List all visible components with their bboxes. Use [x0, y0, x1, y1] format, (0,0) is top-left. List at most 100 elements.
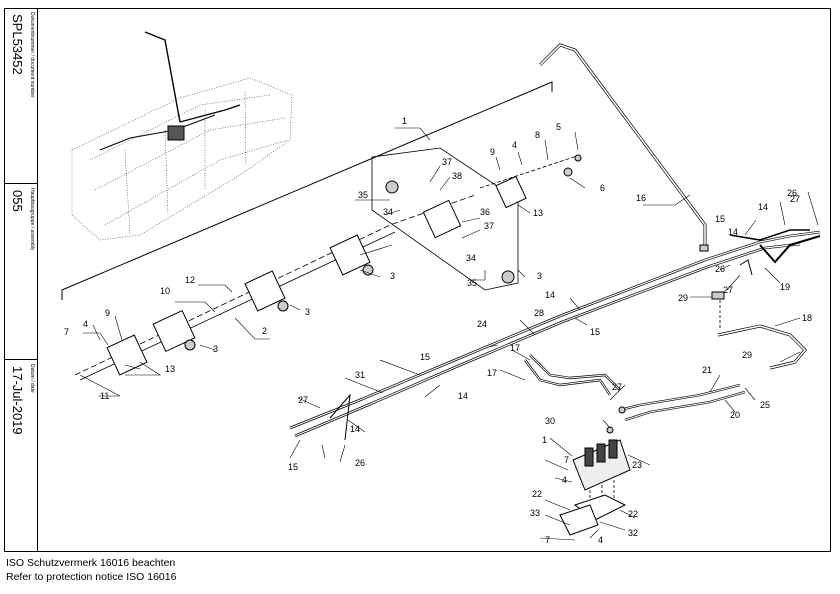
overview-valve-block [167, 125, 185, 141]
callout: 26 [715, 264, 725, 274]
callout: 11 [100, 391, 109, 401]
callout: 35 [358, 190, 368, 200]
callout: 14 [350, 424, 360, 434]
callout: 12 [185, 275, 195, 285]
callout: 4 [83, 319, 88, 329]
callout: 13 [165, 364, 175, 374]
valve-bank [74, 147, 582, 381]
callout: 15 [590, 327, 600, 337]
callout: 22 [532, 489, 542, 499]
pipes-17-20-21 [524, 354, 746, 422]
callout: 1 [542, 435, 547, 445]
callout: 24 [477, 319, 487, 329]
bracket-13-right [495, 175, 527, 209]
callout: 19 [780, 282, 790, 292]
callout: 26 [355, 458, 365, 468]
callout: 38 [452, 171, 462, 181]
callout: 14 [758, 202, 768, 212]
callout: 17 [487, 368, 497, 378]
detail-outline [371, 147, 519, 291]
callout: 7 [64, 327, 69, 337]
callout: 10 [160, 286, 170, 296]
valve-section-4 [422, 199, 462, 239]
date-value: 17-Jul-2019 [10, 366, 25, 435]
pipe-16 [538, 43, 709, 252]
valve-section-3 [329, 234, 371, 276]
callout: 7 [545, 535, 550, 545]
callout: 15 [715, 214, 725, 224]
callout: 16 [636, 193, 646, 203]
callout: 9 [490, 147, 495, 157]
callout: 33 [530, 508, 540, 518]
title-block: Dokumentnummer / document number SPL5345… [4, 8, 38, 552]
callout: 15 [420, 352, 430, 362]
callout: 4 [562, 475, 567, 485]
callout: 21 [702, 365, 712, 375]
date-cell: Datum / date 17-Jul-2019 [4, 360, 37, 551]
valve-section-2 [244, 270, 286, 312]
assembly-label: Hauptbaugruppe / assembly [29, 188, 35, 251]
bracket-13-left [106, 334, 148, 376]
machine-overview-sketch [71, 77, 293, 241]
callout: 9 [105, 308, 110, 318]
callout: 30 [545, 416, 555, 426]
date-label: Datum / date [29, 364, 35, 393]
callout: 3 [213, 344, 218, 354]
callout: 23 [632, 460, 642, 470]
callout: 7 [564, 455, 569, 465]
callout: 3 [537, 271, 542, 281]
drawing-frame [4, 8, 831, 552]
callout: 27 [723, 285, 733, 295]
callout: 5 [556, 122, 561, 132]
callout: 8 [535, 130, 540, 140]
assembly-number: 055 [10, 190, 25, 212]
valve-section-1 [152, 309, 196, 353]
document-number-cell: Dokumentnummer / document number SPL5345… [4, 8, 37, 184]
document-number: SPL53452 [10, 14, 25, 75]
hose-18 [717, 324, 808, 370]
control-valve-block [559, 406, 631, 536]
callout: 3 [390, 271, 395, 281]
assembly-bracket [61, 81, 553, 300]
callout: 27 [790, 194, 800, 204]
callout: 37 [442, 157, 452, 167]
callout: 3 [305, 307, 310, 317]
callout: 13 [533, 208, 543, 218]
callout: 22 [628, 509, 638, 519]
protection-notice-de: ISO Schutzvermerk 16016 beachten [6, 557, 176, 569]
callout: 25 [760, 400, 770, 410]
callout: 14 [728, 227, 738, 237]
overview-pipe [144, 31, 181, 123]
callout: 18 [802, 313, 812, 323]
callout: 36 [480, 207, 490, 217]
callout: 34 [466, 253, 476, 263]
exploded-parts-diagram: 1 2 3 3 3 3 4 4 4 4 5 6 7 7 7 8 9 9 10 1… [61, 31, 821, 545]
callout: 29 [742, 350, 752, 360]
callout: 27 [298, 395, 308, 405]
callout: 34 [383, 207, 393, 217]
callout: 2 [262, 326, 267, 336]
callout: 17 [510, 343, 520, 353]
callout: 32 [628, 528, 638, 538]
callout: 28 [534, 308, 544, 318]
callout: 37 [484, 221, 494, 231]
assembly-cell: Hauptbaugruppe / assembly 055 [4, 184, 37, 360]
callout-labels: 1 2 3 3 3 3 4 4 4 4 5 6 7 7 7 8 9 9 10 1… [64, 116, 812, 545]
leader-lines [79, 127, 819, 541]
callout: 15 [288, 462, 298, 472]
hydraulic-lines [289, 229, 821, 441]
callout: 27 [612, 382, 622, 392]
callout: 29 [678, 293, 688, 303]
callout: 14 [458, 391, 468, 401]
callout: 6 [600, 183, 605, 193]
callout: 35 [467, 278, 477, 288]
callout: 1 [402, 116, 407, 126]
protection-notice-en: Refer to protection notice ISO 16016 [6, 571, 177, 583]
callout: 20 [730, 410, 740, 420]
callout: 26 [787, 188, 797, 198]
callout: 4 [598, 535, 603, 545]
callout: 31 [355, 370, 365, 380]
callout: 14 [545, 290, 555, 300]
document-number-label: Dokumentnummer / document number [29, 12, 35, 98]
callout: 4 [512, 140, 517, 150]
